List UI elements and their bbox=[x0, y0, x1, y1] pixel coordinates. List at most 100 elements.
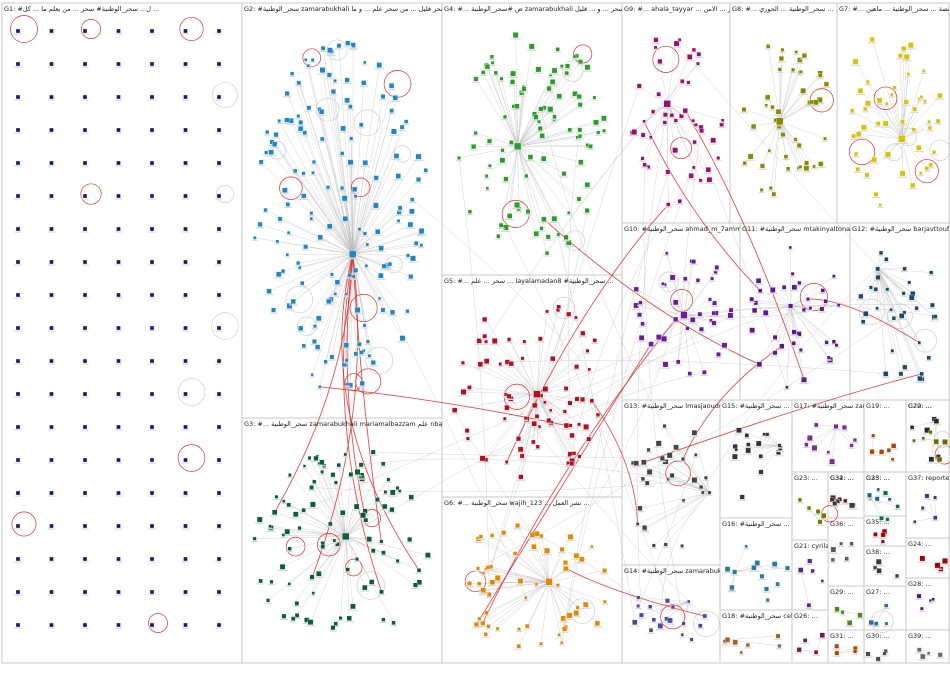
graph-node bbox=[514, 142, 522, 150]
node-shadow bbox=[757, 578, 766, 581]
node-shadow bbox=[416, 235, 425, 237]
edge bbox=[643, 103, 668, 122]
inter-group-edge bbox=[702, 259, 887, 493]
graph-node bbox=[575, 605, 580, 610]
node-shadow bbox=[376, 278, 386, 280]
graph-node bbox=[669, 473, 675, 478]
graph-node bbox=[683, 276, 688, 281]
edge bbox=[515, 35, 518, 147]
graph-node bbox=[758, 288, 763, 293]
graph-node bbox=[183, 523, 188, 529]
graph-node bbox=[910, 182, 916, 188]
graph-node bbox=[49, 391, 54, 397]
graph-node bbox=[745, 643, 750, 648]
node-shadow bbox=[572, 369, 581, 371]
node-shadow bbox=[721, 644, 730, 646]
graph-node bbox=[307, 456, 312, 460]
node-shadow bbox=[828, 502, 836, 504]
node-shadow bbox=[677, 118, 686, 120]
graph-node bbox=[902, 310, 907, 315]
graph-node bbox=[819, 306, 825, 312]
node-shadow bbox=[47, 429, 56, 431]
graph-node bbox=[149, 622, 155, 628]
node-shadow bbox=[309, 376, 315, 378]
node-shadow bbox=[485, 628, 492, 630]
graph-node bbox=[576, 94, 582, 100]
node-shadow bbox=[302, 622, 312, 625]
node-shadow bbox=[525, 160, 535, 162]
graph-node bbox=[796, 647, 802, 653]
node-shadow bbox=[830, 343, 838, 346]
node-shadow bbox=[565, 457, 575, 459]
node-shadow bbox=[464, 440, 471, 442]
edge bbox=[666, 103, 709, 170]
node-shadow bbox=[458, 395, 469, 397]
graph-node bbox=[392, 95, 398, 101]
node-shadow bbox=[522, 422, 532, 424]
graph-node bbox=[309, 211, 314, 215]
group-label-g8: G8: #... سحر_الوطنية ... الحوري ... bbox=[732, 5, 834, 13]
edge bbox=[650, 601, 689, 631]
node-shadow bbox=[773, 114, 784, 116]
group-label-g20: G20: ... bbox=[908, 402, 932, 410]
graph-node bbox=[498, 222, 504, 228]
graph-node bbox=[498, 362, 502, 366]
graph-node bbox=[557, 633, 561, 637]
node-shadow bbox=[672, 122, 679, 124]
edge bbox=[790, 305, 829, 358]
edge bbox=[779, 72, 801, 122]
node-shadow bbox=[279, 273, 287, 275]
edge bbox=[352, 156, 419, 255]
group-label-g31: G31: ... bbox=[830, 632, 854, 640]
node-shadow bbox=[364, 542, 374, 544]
edge bbox=[750, 121, 780, 157]
graph-node bbox=[942, 439, 948, 445]
node-shadow bbox=[774, 455, 783, 457]
node-shadow bbox=[465, 585, 474, 588]
graph-node bbox=[933, 438, 939, 445]
node-shadow bbox=[81, 99, 89, 101]
graph-node bbox=[653, 45, 658, 50]
graph-node bbox=[484, 610, 489, 616]
graph-node bbox=[116, 424, 121, 430]
node-shadow bbox=[582, 213, 592, 215]
node-shadow bbox=[531, 236, 541, 238]
node-shadow bbox=[387, 113, 396, 115]
graph-node bbox=[686, 80, 691, 85]
edge bbox=[683, 492, 710, 501]
node-shadow bbox=[787, 249, 793, 251]
node-shadow bbox=[925, 360, 933, 362]
graph-node bbox=[301, 507, 306, 513]
node-shadow bbox=[474, 570, 482, 572]
node-shadow bbox=[301, 467, 308, 469]
graph-node bbox=[563, 560, 568, 566]
node-shadow bbox=[668, 478, 677, 480]
self-loop bbox=[356, 571, 386, 600]
graph-node bbox=[534, 531, 540, 537]
graph-node bbox=[745, 447, 751, 454]
self-loop bbox=[569, 598, 595, 624]
graph-node bbox=[577, 422, 581, 427]
graph-node bbox=[361, 80, 367, 86]
graph-node bbox=[806, 435, 813, 441]
group-label-g27: G27: ... bbox=[866, 588, 890, 596]
graph-node bbox=[365, 339, 370, 344]
graph-node bbox=[379, 539, 384, 544]
group-label-g21: G21: cyrilabrgl ... bbox=[794, 542, 850, 550]
node-shadow bbox=[636, 340, 647, 343]
graph-node bbox=[378, 272, 384, 279]
graph-node bbox=[296, 261, 301, 266]
node-shadow bbox=[929, 320, 940, 322]
node-shadow bbox=[14, 627, 22, 629]
edge bbox=[641, 601, 689, 616]
node-shadow bbox=[777, 61, 786, 63]
graph-node bbox=[903, 99, 909, 105]
graph-node bbox=[348, 104, 353, 109]
graph-node bbox=[473, 131, 478, 135]
edge bbox=[800, 569, 810, 606]
graph-node bbox=[320, 136, 325, 142]
graph-node bbox=[584, 208, 590, 214]
node-shadow bbox=[554, 99, 564, 101]
node-shadow bbox=[497, 163, 508, 165]
node-shadow bbox=[351, 509, 362, 511]
